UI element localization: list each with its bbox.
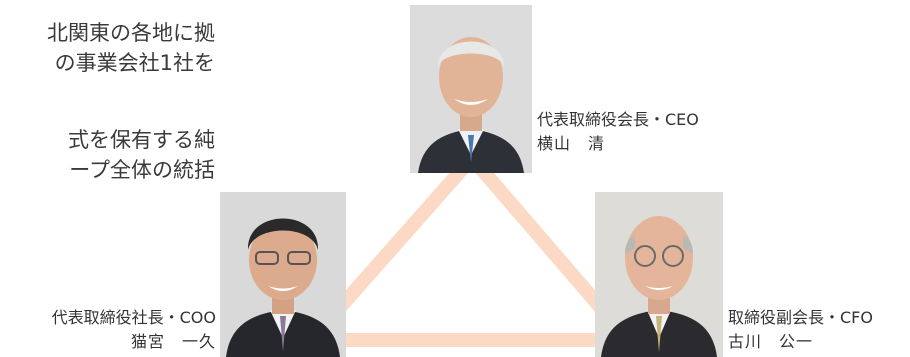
ceo-role: 代表取締役会長・CEO bbox=[537, 110, 699, 129]
coo-caption: 代表取締役社長・COO 猫宮 一久 bbox=[20, 306, 216, 354]
intro-line-3: 式を保有する純 bbox=[68, 128, 215, 152]
intro-text: 北関東の各地に拠 の事業会社1社を 式を保有する純 ープ全体の統括 bbox=[0, 18, 250, 218]
intro-line-4: ープ全体の統括 bbox=[69, 158, 215, 182]
coo-portrait-photo bbox=[220, 192, 346, 357]
coo-name: 猫宮 一久 bbox=[130, 332, 216, 351]
cfo-portrait-photo bbox=[595, 192, 723, 357]
ceo-name: 横山 清 bbox=[537, 134, 606, 153]
ceo-caption: 代表取締役会長・CEO 横山 清 bbox=[537, 108, 699, 156]
portrait-photo-icon bbox=[220, 192, 346, 357]
cfo-role: 取締役副会長・CFO bbox=[728, 308, 873, 327]
cfo-caption: 取締役副会長・CFO 古川 公一 bbox=[728, 306, 873, 354]
coo-role: 代表取締役社長・COO bbox=[51, 308, 216, 327]
intro-line-1: 北関東の各地に拠 bbox=[47, 21, 215, 45]
cfo-name: 古川 公一 bbox=[728, 332, 814, 351]
intro-line-2: の事業会社1社を bbox=[54, 51, 215, 75]
portrait-photo-icon bbox=[410, 5, 532, 173]
ceo-portrait-photo bbox=[410, 5, 532, 173]
portrait-photo-icon bbox=[595, 192, 723, 357]
